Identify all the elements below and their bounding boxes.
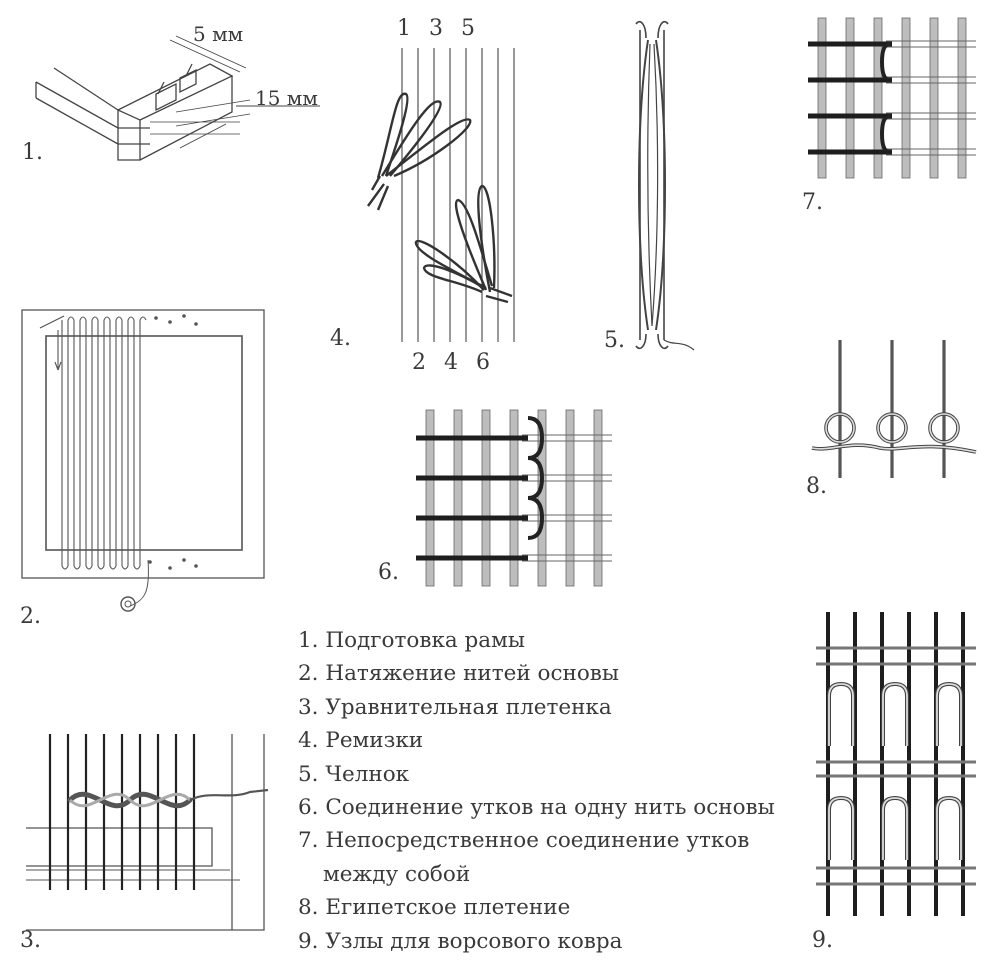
figure-label-3: 3. <box>20 928 41 953</box>
warp-number-3: 3 <box>429 16 443 41</box>
figure-label-6: 6. <box>378 560 399 585</box>
figure-label-2: 2. <box>20 604 41 629</box>
legend-item: 1. Подготовка рамы <box>298 628 525 653</box>
legend-item: 9. Узлы для ворсового ковра <box>298 928 623 954</box>
legend-item-continuation: между собой <box>323 861 471 887</box>
figure-label-1: 1. <box>22 140 43 165</box>
legend-item: 6. Соединение утков на одну нить основы <box>298 795 775 821</box>
figure-label-8: 8. <box>806 474 827 499</box>
fig2-warped-frame <box>21 309 265 612</box>
legend-item: 4. Ремизки <box>298 728 424 754</box>
legend-list: 1. Подготовка рамы 2. Натяжение нитей ос… <box>298 624 775 958</box>
dimension-small: 5 мм <box>193 22 244 46</box>
warp-number-5: 5 <box>461 16 475 41</box>
legend-item: 5. Челнок <box>298 761 410 787</box>
dimension-large: 15 мм <box>255 86 318 110</box>
fig5-shuttle <box>635 20 695 351</box>
warp-number-2: 2 <box>412 350 426 375</box>
warp-number-1: 1 <box>397 16 411 41</box>
figure-label-7: 7. <box>802 190 823 215</box>
fig6-weft-join-single-warp <box>416 409 612 587</box>
legend-item: 2. Натяжение нитей основы <box>298 661 620 687</box>
figure-label-9: 9. <box>812 928 833 953</box>
fig3-leveling-weave <box>26 734 269 931</box>
warp-number-6: 6 <box>476 350 490 375</box>
figure-label-5: 5. <box>604 328 625 353</box>
figure-label-4: 4. <box>330 326 351 351</box>
warp-number-4: 4 <box>444 350 458 375</box>
fig4-heddles <box>367 48 515 342</box>
fig9-pile-knots <box>816 612 976 916</box>
legend-item: 7. Непосредственное соединение утков <box>298 828 750 854</box>
legend-item: 3. Уравнительная плетенка <box>298 694 612 720</box>
fig8-egyptian-weave <box>811 340 977 478</box>
legend-item: 8. Египетское плетение <box>298 895 571 921</box>
fig1-frame-corner <box>35 35 320 161</box>
fig7-direct-weft-join <box>808 17 976 179</box>
